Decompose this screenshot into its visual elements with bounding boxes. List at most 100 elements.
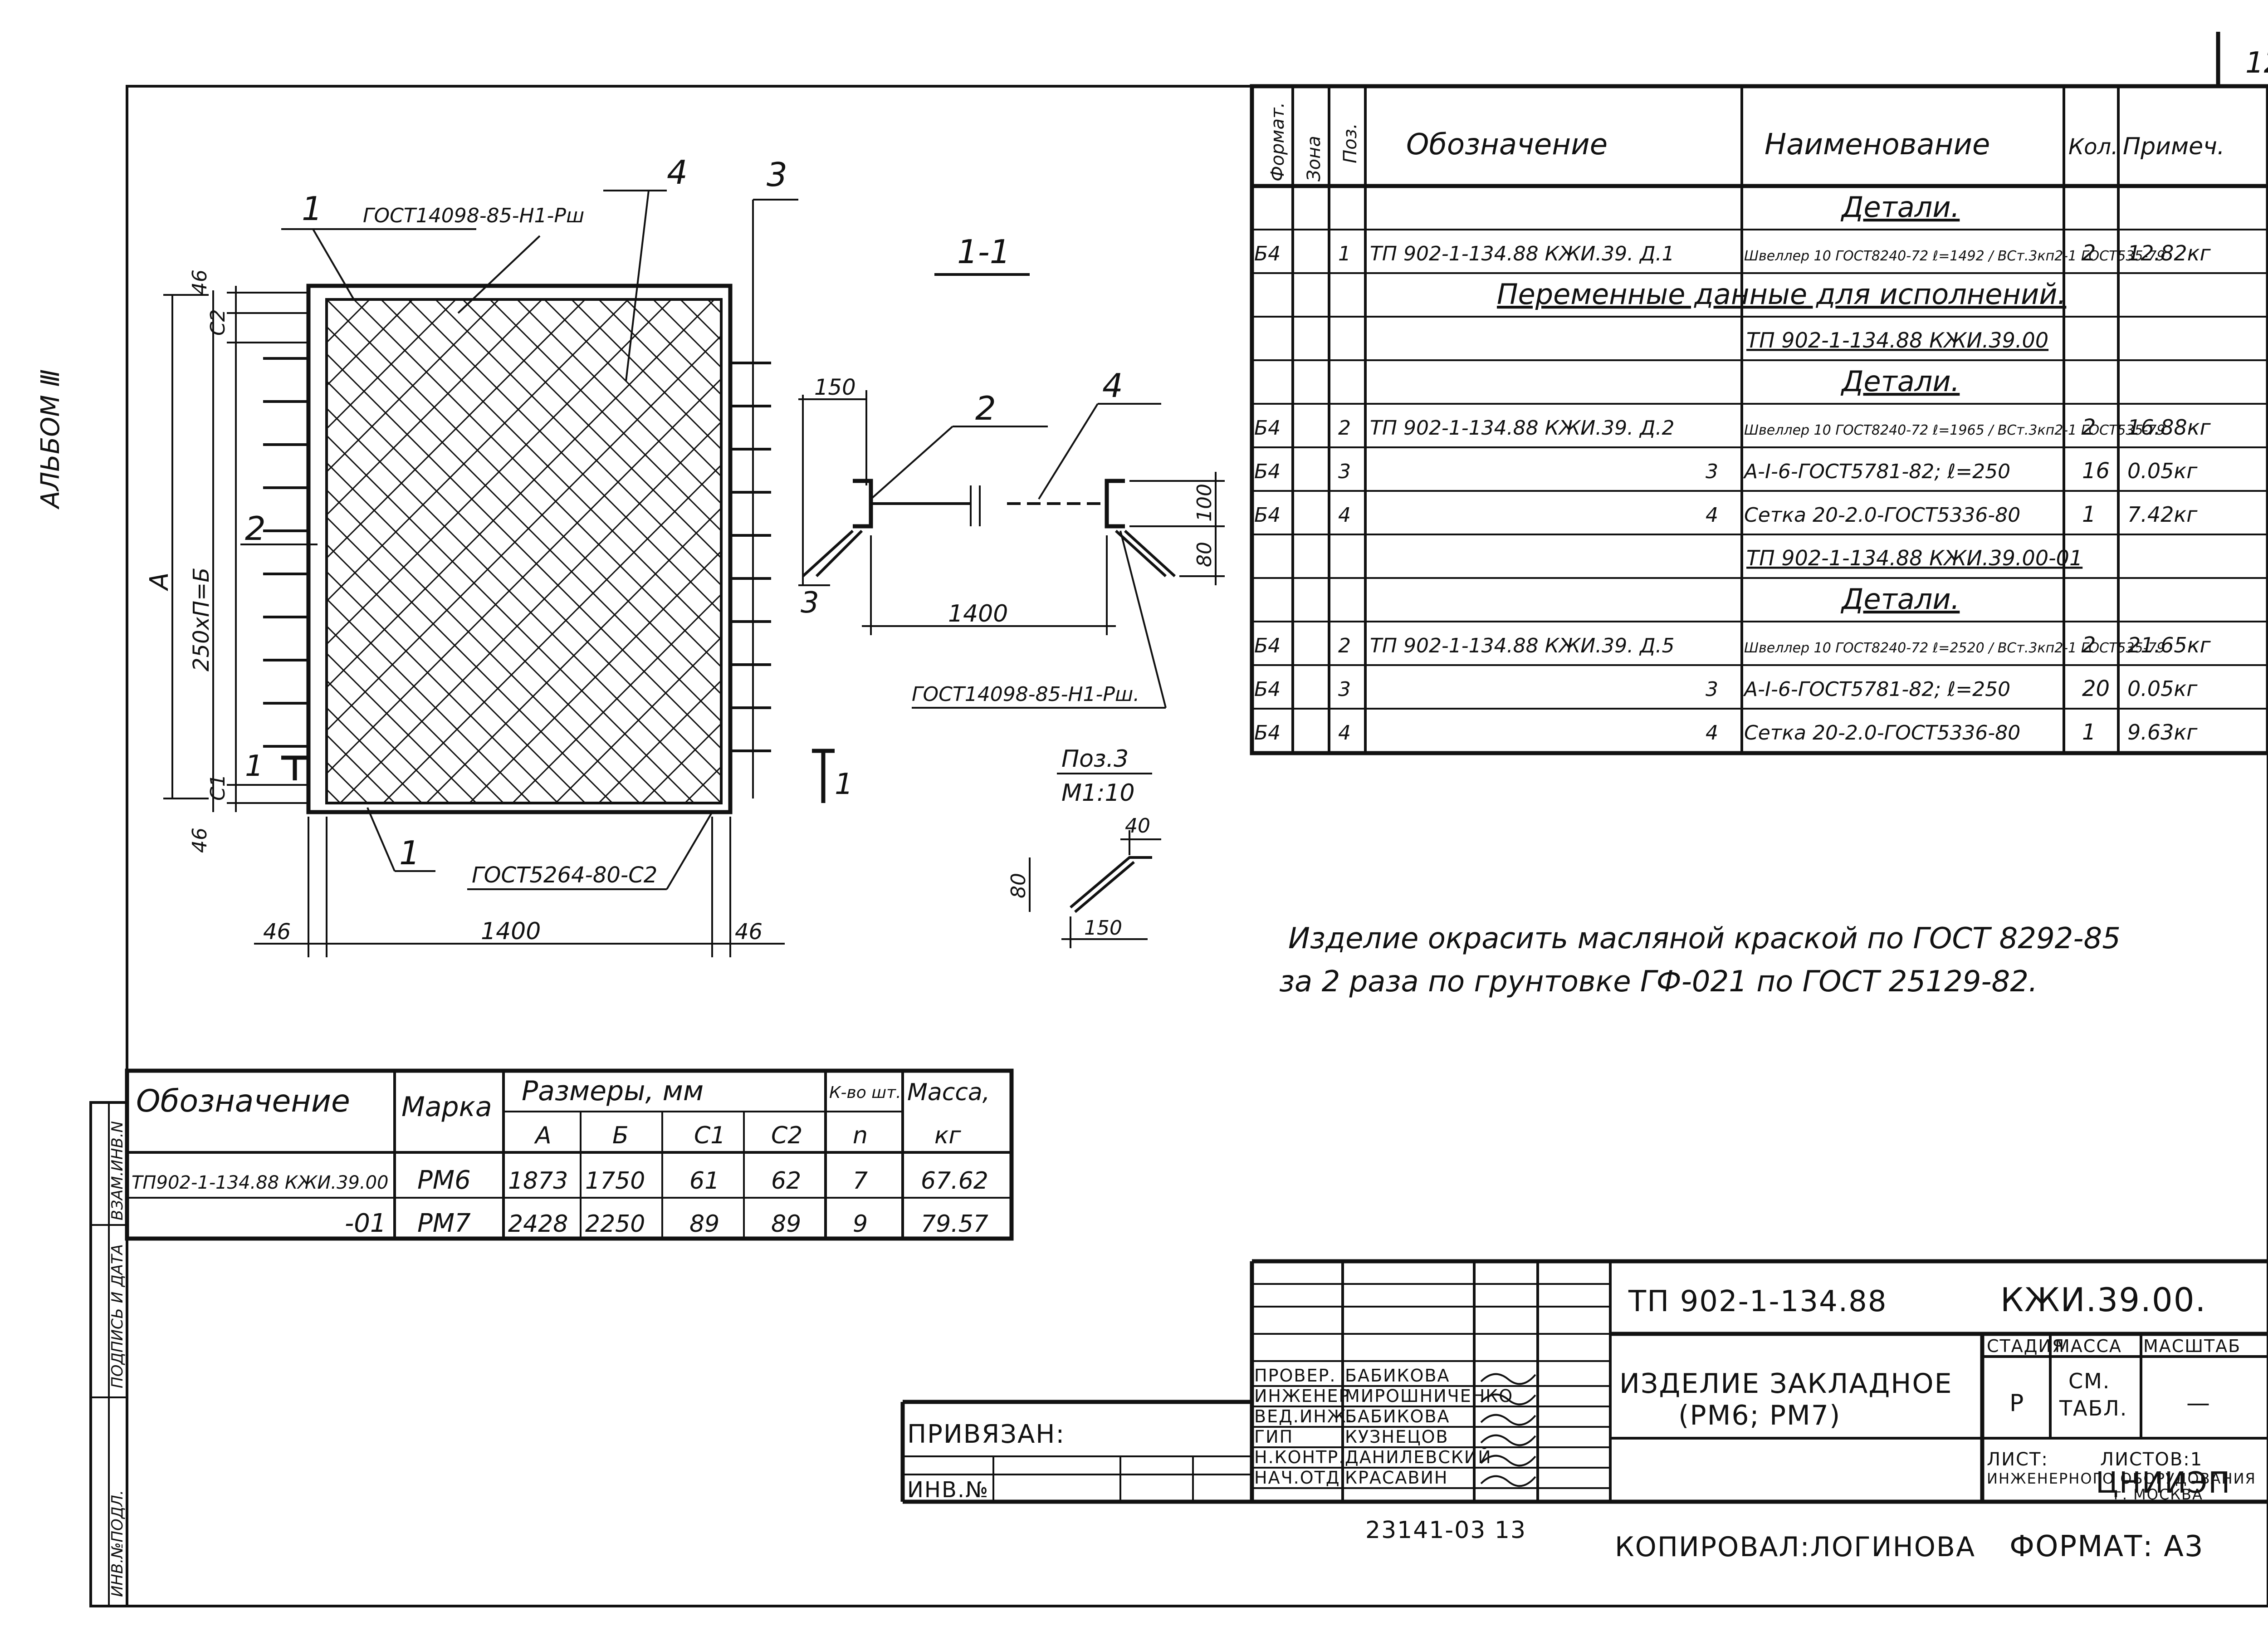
spec-note: 0.05кг (2127, 459, 2198, 483)
dim-46-right: 46 (735, 919, 763, 945)
tb-scale-value: — (2186, 1390, 2211, 1417)
signature-scribble (1480, 1475, 1536, 1487)
spec-pos: 4 (1338, 721, 1351, 745)
dim-a: А (145, 573, 174, 591)
sizes-c2: 89 (771, 1210, 801, 1238)
dim-46-top: 46 (188, 269, 211, 295)
spec-format: Б4 (1254, 721, 1281, 745)
sizes-designation: -01 (345, 1209, 386, 1238)
spec-row: Детали. (1840, 583, 1960, 616)
spec-designation: 3 (1706, 460, 1718, 483)
spec-h-qty: Кол. (2068, 134, 2118, 160)
anchor-bars-right (730, 362, 771, 752)
mesh-hatch (327, 299, 721, 803)
spec-qty: 2 (2082, 240, 2096, 266)
signature-role: ГИП (1254, 1427, 1293, 1447)
sizes-mark: РМ7 (417, 1209, 471, 1238)
spec-name: Швеллер 10 ГОСТ8240-72 ℓ=1492 / ВСт.3кп2… (1744, 248, 2165, 264)
spec-row: Детали. (1840, 191, 1960, 224)
spec-qty: 2 (2082, 415, 2096, 440)
bound-label: ПРИВЯЗАН: (907, 1420, 1065, 1449)
sizes-c1: 89 (689, 1210, 719, 1238)
pos3-dim-40: 40 (1125, 814, 1150, 838)
spec-row: Детали. (1840, 365, 1960, 398)
spec-note: 16.88кг (2127, 415, 2211, 440)
dim-46-bot: 46 (188, 828, 211, 853)
spec-pos: 1 (1338, 242, 1351, 265)
spec-designation: ТП 902-1-134.88 КЖИ.39. Д.2 (1370, 416, 1674, 440)
section-gost: ГОСТ14098-85-Н1-Рш. (912, 683, 1139, 706)
tb-doc-number: 23141-03 13 (1365, 1517, 1526, 1544)
sizes-h-b: Б (612, 1122, 629, 1149)
spec-section-title: ТП 902-1-134.88 КЖИ.39.00-01 (1746, 546, 2082, 570)
sizes-n: 9 (853, 1210, 868, 1238)
album-label: АЛЬБОМ Ⅲ (36, 369, 65, 509)
tb-sheet-label: ЛИСТ: (1987, 1449, 2048, 1470)
spec-note: 0.05кг (2127, 676, 2198, 701)
dim-c2: C2 (206, 309, 230, 336)
sizes-mass: 67.62 (921, 1167, 988, 1195)
signature-scribble (1480, 1434, 1536, 1446)
title-block: ПРИВЯЗАН: ИНВ.№ ПРОВЕР.БАБИКОВАИНЖЕНЕРМИ… (900, 1259, 2268, 1563)
sheet-frame (126, 85, 2268, 1607)
tb-stage-value: Р (2009, 1390, 2024, 1417)
section-dim-1400: 1400 (948, 600, 1008, 627)
spec-note: 9.63кг (2127, 720, 2198, 745)
gost-bottom: ГОСТ5264-80-С2 (472, 862, 657, 888)
sizes-h-c1: C1 (694, 1122, 725, 1149)
tb-scale-label: МАСШТАБ (2143, 1336, 2241, 1356)
sizes-mark: РМ6 (417, 1166, 471, 1195)
note-line-2: за 2 раза по грунтовке ГФ-021 по ГОСТ 25… (1279, 965, 2038, 999)
pos3-scale: М1:10 (1061, 779, 1135, 807)
signature-name: БАБИКОВА (1345, 1366, 1450, 1386)
section-mark-left: 1 (245, 749, 264, 783)
sizes-a: 2428 (508, 1210, 568, 1238)
spec-h-zone: Зона (1304, 136, 1325, 181)
dim-250: 250хП=Б (189, 568, 214, 671)
spec-row: Переменные данные для исполнений. (1497, 278, 2066, 311)
spec-section-title: Детали. (1840, 583, 1960, 616)
sizes-designation: ТП902-1-134.88 КЖИ.39.00 (132, 1172, 388, 1193)
spec-row: ТП 902-1-134.88 КЖИ.39.00-01 (1746, 546, 2082, 570)
tb-code: КЖИ.39.00. (2000, 1281, 2206, 1319)
stamp-inv: ИНВ.№ПОДЛ. (108, 1490, 127, 1597)
sizes-a: 1873 (508, 1167, 568, 1195)
spec-qty: 1 (2082, 502, 2096, 527)
plate-outline (306, 284, 733, 814)
signature-name: ДАНИЛЕВСКИЙ (1345, 1447, 1492, 1467)
spec-note: 12.82кг (2127, 241, 2211, 265)
section-title: 1-1 (957, 233, 1011, 271)
section-dim-80: 80 (1193, 542, 1216, 567)
sizes-h-mass: Масса, (907, 1079, 990, 1106)
spec-note: 7.42кг (2127, 502, 2198, 527)
tb-mass-label: МАССА (2055, 1336, 2122, 1356)
section-callout-4: 4 (1102, 367, 1123, 405)
spec-designation: 3 (1706, 678, 1718, 701)
signature-role: ИНЖЕНЕР (1254, 1386, 1350, 1406)
section-dim-150: 150 (814, 375, 856, 400)
signature-name: МИРОШНИЧЕНКО (1345, 1386, 1513, 1406)
anchor-bars-left (263, 357, 308, 748)
spec-qty: 1 (2082, 720, 2096, 745)
signature-role: НАЧ.ОТД. (1254, 1468, 1347, 1488)
spec-designation: ТП 902-1-134.88 КЖИ.39. Д.1 (1370, 242, 1674, 265)
sizes-b: 1750 (585, 1167, 645, 1195)
signature-name: КРАСАВИН (1345, 1468, 1448, 1488)
page-number: 12 (2245, 46, 2268, 80)
spec-pos: 4 (1338, 504, 1351, 527)
spec-name: Сетка 20-2.0-ГОСТ5336-80 (1744, 721, 2020, 745)
spec-format: Б4 (1254, 504, 1281, 527)
signature-role: ПРОВЕР. (1254, 1366, 1336, 1386)
signature-rows: ПРОВЕР.БАБИКОВАИНЖЕНЕРМИРОШНИЧЕНКОВЕД.ИН… (1252, 1366, 1610, 1489)
tb-org-city: г. МОСКВА (2114, 1486, 2203, 1503)
spec-h-format: Формат. (1267, 102, 1288, 181)
